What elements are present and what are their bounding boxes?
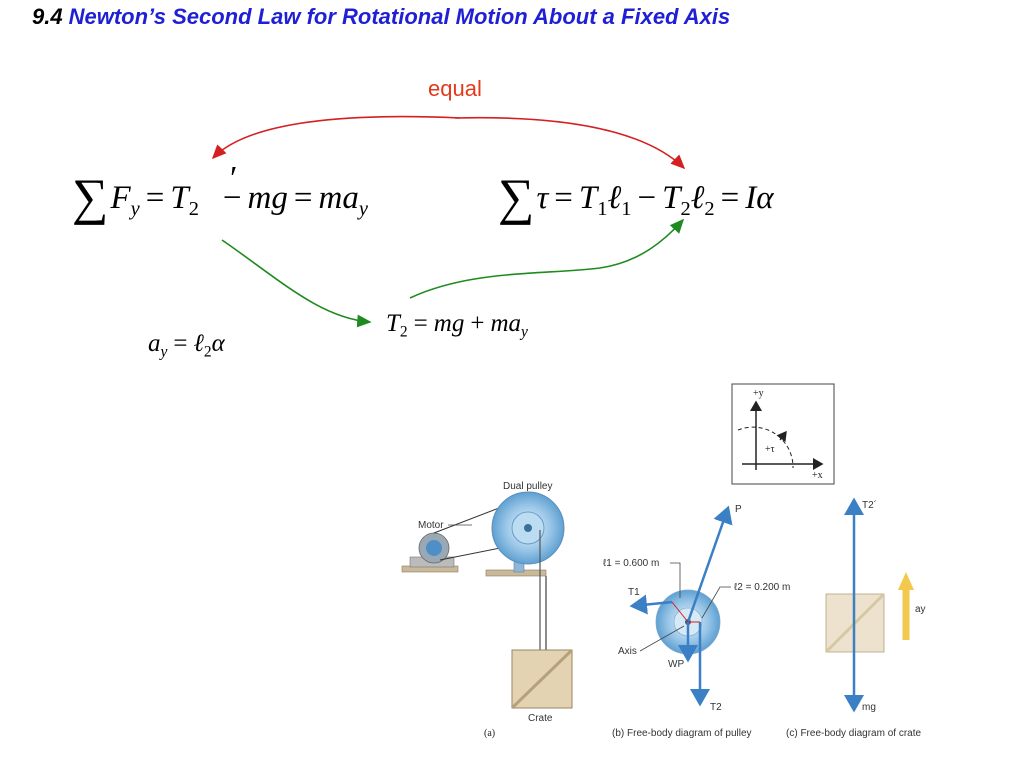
- sum-torques-equation: ∑τ=T1ℓ1−T2ℓ2=Iα: [498, 169, 774, 226]
- green-arrow-to-torque: [409, 218, 685, 299]
- plus-y-label: +y: [753, 388, 764, 399]
- equal-red-arrow-left: [211, 115, 461, 160]
- pulley-fbd-b: P T1 WP T2 ℓ1 = 0.600 m ℓ2 = 0.200 m Axi…: [603, 504, 790, 739]
- caption-b: (b) Free-body diagram of pulley: [612, 728, 752, 739]
- force-t2-prime-label: T2´: [862, 499, 877, 511]
- green-arrow-to-tension: [221, 239, 372, 328]
- force-mg-label: mg: [862, 702, 876, 713]
- motor-label: Motor: [418, 520, 444, 531]
- l1-label: ℓ1 = 0.600 m: [603, 558, 659, 569]
- prime-mark: ′: [230, 160, 238, 197]
- plus-x-label: +x: [812, 470, 823, 481]
- force-wp-label: WP: [668, 659, 684, 670]
- tension-equation: T2=mg+may: [386, 310, 528, 341]
- equal-annotation: equal: [428, 76, 482, 101]
- caption-c: (c) Free-body diagram of crate: [786, 728, 921, 739]
- sum-forces-equation: ∑Fy=T2−mg=may: [72, 169, 368, 226]
- force-p-label: P: [735, 504, 742, 515]
- crate-fbd-c: T2´ mg ay (c) Free-body diagram of crate: [786, 497, 926, 739]
- acceleration-equation: ay=ℓ2α: [148, 330, 225, 361]
- dual-pulley-label: Dual pulley: [503, 481, 552, 492]
- axis-label: Axis: [618, 646, 637, 657]
- force-t1-label: T1: [628, 587, 640, 598]
- plus-tau-label: +τ: [765, 444, 775, 455]
- equal-red-arrow-right: [454, 116, 686, 170]
- crate-label: Crate: [528, 713, 553, 724]
- section-number: 9.4: [32, 4, 63, 29]
- title-text: Newton’s Second Law for Rotational Motio…: [68, 4, 731, 29]
- axes-inset: +y +x +τ: [731, 383, 835, 485]
- accel-ay-label: ay: [915, 604, 926, 615]
- apparatus-a: Dual pulley Motor Crate (a): [401, 481, 574, 739]
- force-t2-label: T2: [710, 702, 722, 713]
- caption-a: (a): [484, 728, 495, 739]
- l2-label: ℓ2 = 0.200 m: [734, 582, 790, 593]
